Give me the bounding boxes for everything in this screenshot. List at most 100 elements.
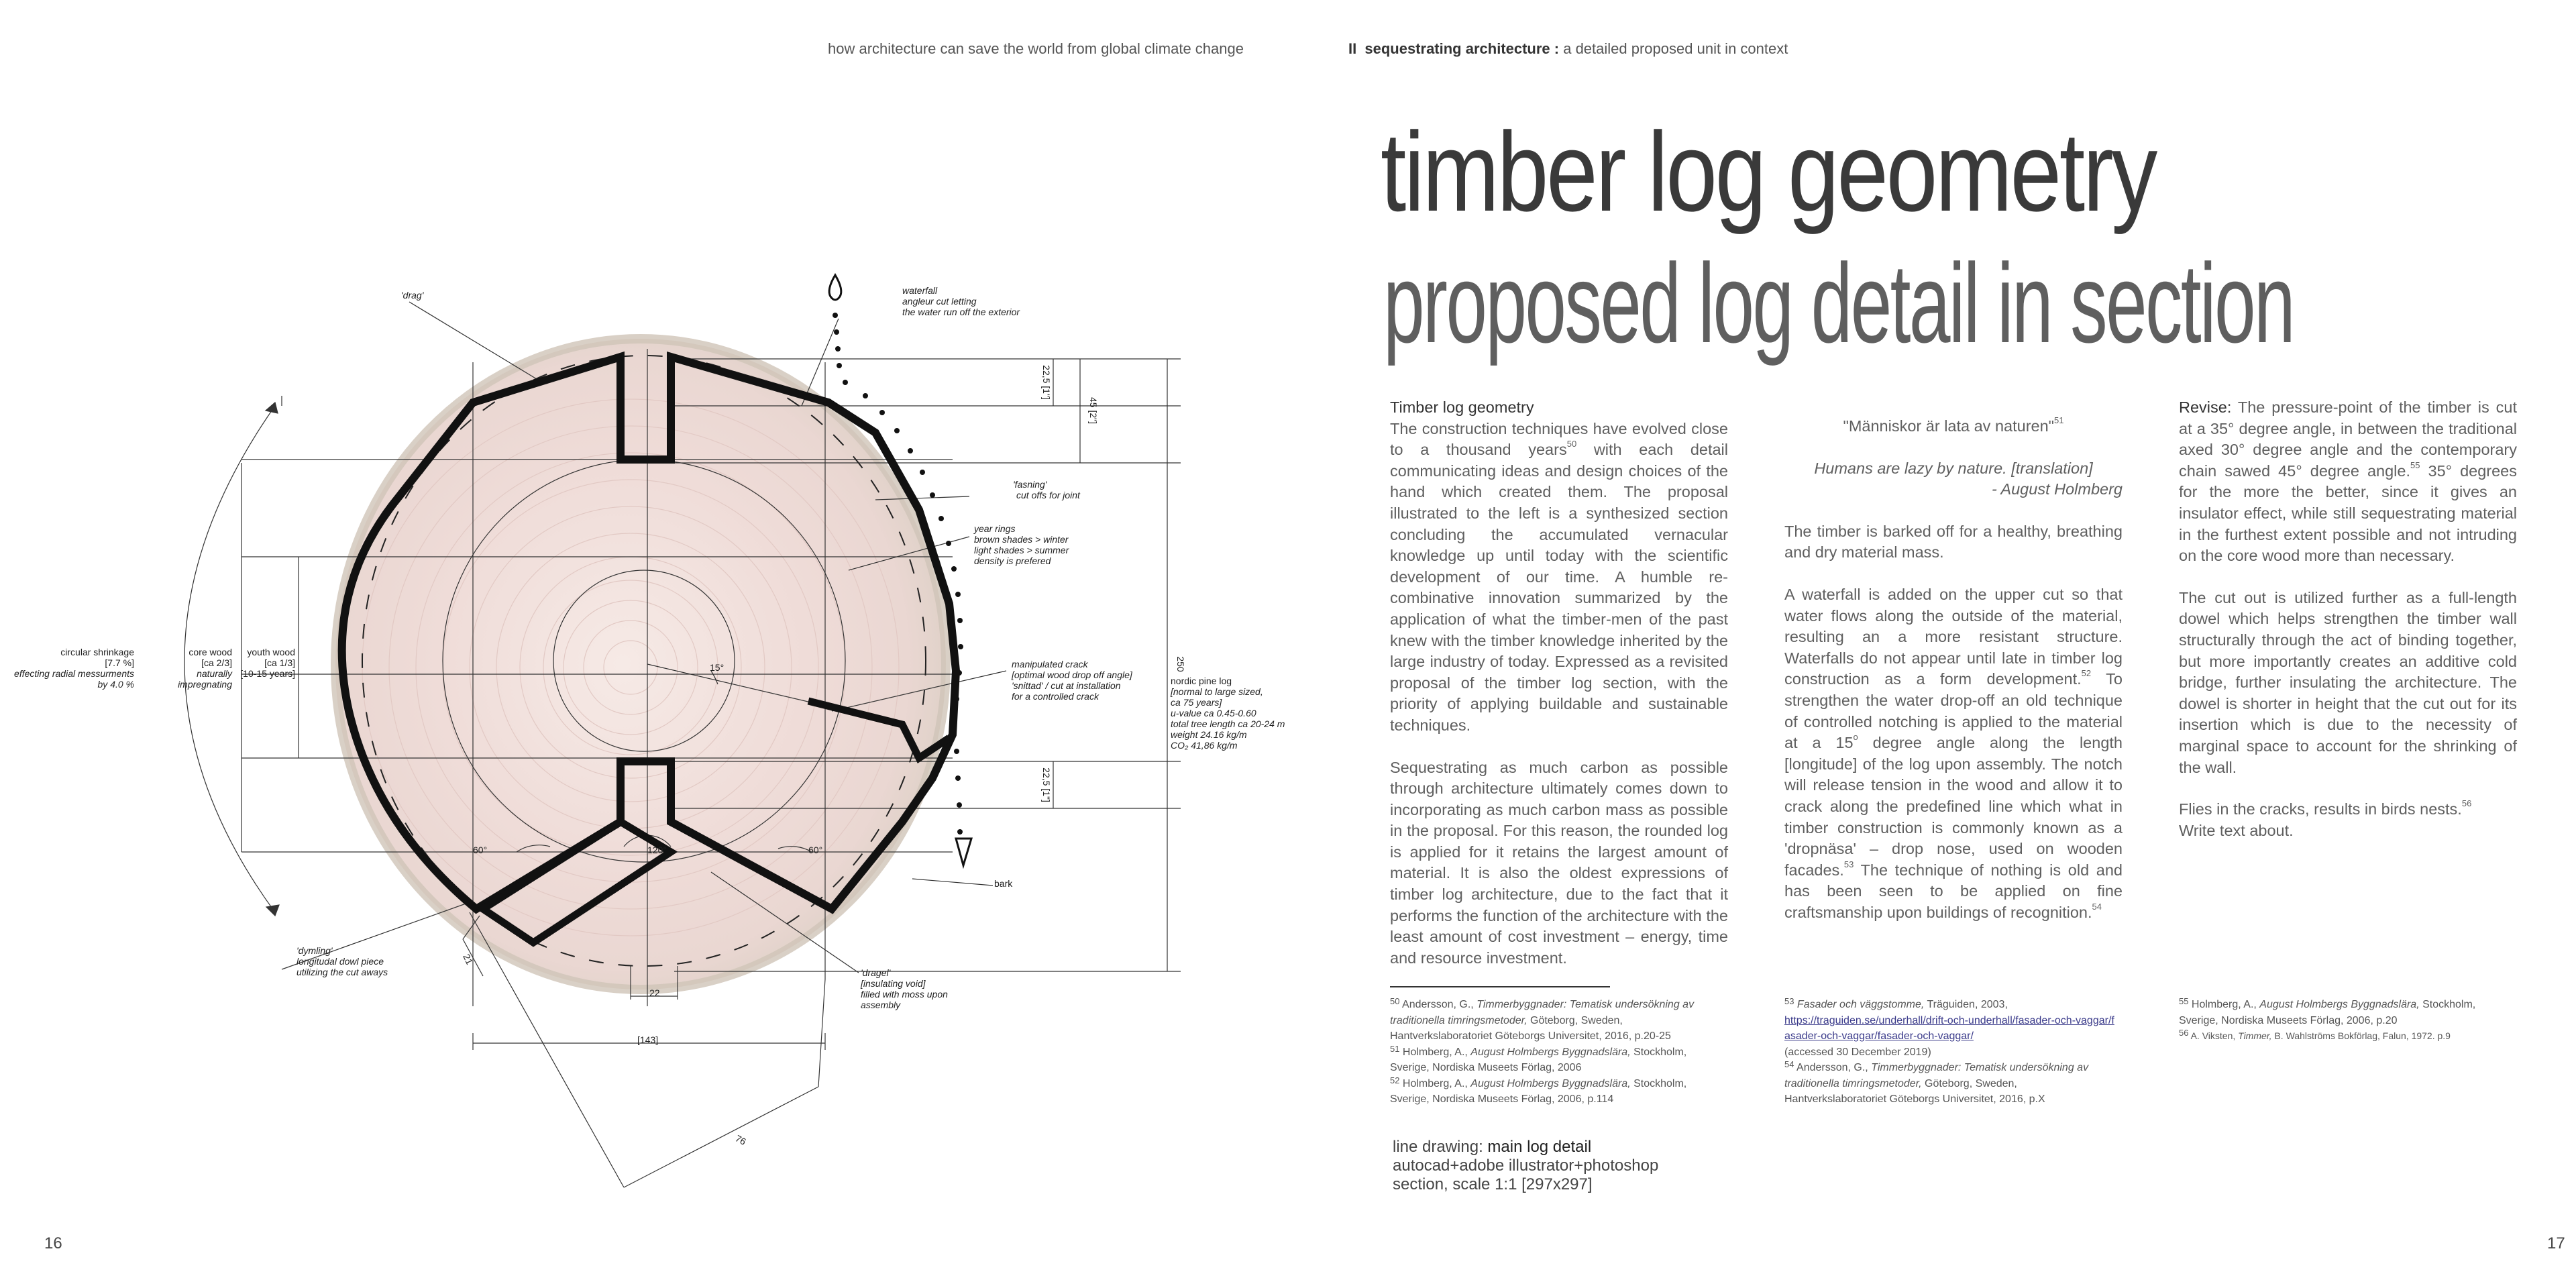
label-dymling-desc: longitudal dowl piece <box>297 956 384 967</box>
footnotes-column-3: 55 Holmberg, A., August Holmbergs Byggna… <box>2179 997 2514 1044</box>
dim-22-5-top: 22,5 [1"] <box>1041 365 1052 400</box>
page-number-right: 17 <box>2547 1234 2565 1252</box>
label-year-rings-desc: brown shades > winter <box>974 534 1069 545</box>
paragraph: Sequestrating as much carbon as possible… <box>1390 758 1728 967</box>
footnote: 54 Andersson, G., Timmerbyggnader: Temat… <box>1784 1059 2089 1105</box>
construction-lines <box>184 301 1181 1188</box>
log-section-drawing: 'drag' waterfall angleur cut letting the… <box>14 273 1285 1188</box>
dim-76: 76 <box>734 1133 748 1148</box>
page-number-left: 16 <box>44 1234 62 1252</box>
section-subtitle: a detailed proposed unit in context <box>1559 40 1788 57</box>
label-waterfall-desc: angleur cut letting <box>902 296 977 307</box>
label-year-rings: year rings <box>973 523 1015 534</box>
label-core-wood: core wood <box>189 647 232 657</box>
quote: "Människor är lata av naturen"51 <box>1843 415 2064 435</box>
page-title: timber log geometry <box>1381 109 2157 235</box>
footnote-rule <box>1390 986 1610 987</box>
angle-60-left: 60° <box>473 845 487 855</box>
label-bark: bark <box>994 878 1013 889</box>
inner-offset-line <box>362 355 926 967</box>
label-crack-desc: 'snittad' / cut at installation <box>1012 680 1121 691</box>
quote-translation: Humans are lazy by nature. [translation] <box>1814 459 2093 477</box>
footnote: 50 Andersson, G., Timmerbyggnader: Temat… <box>1390 996 1695 1042</box>
dim-45: 45 [2"] <box>1088 397 1099 424</box>
water-drop-icon <box>828 273 843 301</box>
text-column-1: Timber log geometry The construction tec… <box>1390 397 1728 989</box>
quote-author: - August Holmberg <box>1991 480 2123 498</box>
bark-edge <box>331 334 951 994</box>
label-nordic-desc: ca 75 years] <box>1171 697 1222 708</box>
label-drag: 'drag' <box>401 290 425 301</box>
label-year-rings-desc: light shades > summer <box>974 545 1070 555</box>
footnote: 56 A. Viksten, Timmer, B. Wahlströms Bok… <box>2179 1028 2451 1041</box>
label-dymling: 'dymling' <box>297 945 333 956</box>
drawing-caption: line drawing: main log detail autocad+ad… <box>1393 1138 1659 1193</box>
label-nordic-desc: total tree length ca 20-24 m <box>1171 718 1285 729</box>
angle-120: 120° <box>647 845 667 855</box>
dim-22: 22 <box>649 987 660 998</box>
label-crack: manipulated crack <box>1012 659 1089 669</box>
label-nordic-desc: u-value ca 0.45-0.60 <box>1171 708 1256 718</box>
dowel-piece <box>476 817 678 947</box>
footnote: 53 Fasader och väggstomme, Träguiden, 20… <box>1784 996 2114 1058</box>
label-crack-desc: [optimal wood drop off angle] <box>1011 669 1133 680</box>
paragraph: Revise: The pressure-point of the timber… <box>2179 398 2517 565</box>
section-title: sequestrating architecture : <box>1364 40 1560 57</box>
log-outline <box>337 351 961 914</box>
label-shrinkage-desc: [7.7 %] <box>105 657 134 668</box>
label-nordic-desc: CO₂ 41,86 kg/m <box>1171 740 1238 751</box>
label-shrinkage: circular shrinkage <box>60 647 134 657</box>
label-year-rings-desc: density is prefered <box>974 555 1052 566</box>
label-fasning: 'fasning' <box>1013 479 1048 490</box>
outline-top-left-edge <box>472 353 622 407</box>
label-youth-wood: youth wood <box>247 647 295 657</box>
year-rings <box>362 398 900 936</box>
footnotes-column-1: 50 Andersson, G., Timmerbyggnader: Temat… <box>1390 997 1725 1108</box>
angle-15: 15° <box>710 662 724 673</box>
crack-notch <box>807 697 952 764</box>
page-subtitle: proposed log detail in section <box>1383 240 2296 366</box>
footnotes-column-2: 53 Fasader och väggstomme, Träguiden, 20… <box>1784 997 2120 1108</box>
label-nordic-desc: [normal to large sized, <box>1170 686 1263 697</box>
dim-22-5-bottom: 22,5 [1"] <box>1041 767 1052 802</box>
log-cross-section <box>335 339 946 989</box>
label-shrinkage-desc: effecting radial messurments <box>14 668 134 679</box>
dim-143: [143] <box>637 1034 658 1045</box>
label-core-wood-desc: [ca 2/3] <box>201 657 232 668</box>
label-dymling-desc: utilizing the cut aways <box>297 967 388 977</box>
label-core-wood-desc: impregnating <box>178 679 232 690</box>
paragraph: Flies in the cracks, results in birds ne… <box>2179 798 2472 839</box>
paragraph: The cut out is utilized further as a ful… <box>2179 588 2517 776</box>
label-shrinkage-desc: by 4.0 % <box>98 679 134 690</box>
column-heading: Timber log geometry <box>1390 398 1534 416</box>
label-dragel-desc: assembly <box>861 1000 901 1010</box>
text-column-3: Revise: The pressure-point of the timber… <box>2179 397 2517 862</box>
paragraph: The timber is barked off for a healthy, … <box>1784 522 2123 561</box>
running-header-right: II sequestrating architecture : a detail… <box>1348 40 1788 58</box>
dim-250: 250 <box>1175 656 1186 672</box>
label-core-wood-desc: naturally <box>197 668 233 679</box>
dim-21: 21 <box>461 953 475 967</box>
label-dragel-desc: filled with moss upon <box>861 989 948 1000</box>
label-youth-wood-desc: [ca 1/3] <box>264 657 295 668</box>
paragraph: A waterfall is added on the upper cut so… <box>1784 585 2123 921</box>
paragraph: The construction techniques have evolved… <box>1390 419 1728 734</box>
text-column-2: "Människor är lata av naturen"51 Humans … <box>1784 416 2123 944</box>
label-waterfall: waterfall <box>902 285 938 296</box>
label-crack-desc: for a controlled crack <box>1012 691 1099 702</box>
bark-arrow-icon <box>955 837 973 869</box>
label-fasning-desc: cut offs for joint <box>1016 490 1081 500</box>
label-waterfall-desc: the water run off the exterior <box>902 307 1020 317</box>
running-header-left: how architecture can save the world from… <box>828 40 1244 57</box>
label-nordic: nordic pine log <box>1171 676 1232 686</box>
footnote: 51 Holmberg, A., August Holmbergs Byggna… <box>1390 1043 1687 1074</box>
angle-60-right: 60° <box>808 845 822 855</box>
label-dragel: 'dragel' <box>861 967 892 978</box>
footnote: 52 Holmberg, A., August Holmbergs Byggna… <box>1390 1075 1687 1106</box>
label-nordic-desc: weight 24.16 kg/m <box>1171 729 1247 740</box>
footnote-link[interactable]: https://traguiden.se/underhall/drift-och… <box>1784 1014 2114 1042</box>
footnote: 55 Holmberg, A., August Holmbergs Byggna… <box>2179 996 2476 1026</box>
section-mark: II <box>1348 40 1357 57</box>
label-youth-wood-desc: [10-15 years] <box>240 668 295 679</box>
label-dragel-desc: [insulating void] <box>860 978 926 989</box>
